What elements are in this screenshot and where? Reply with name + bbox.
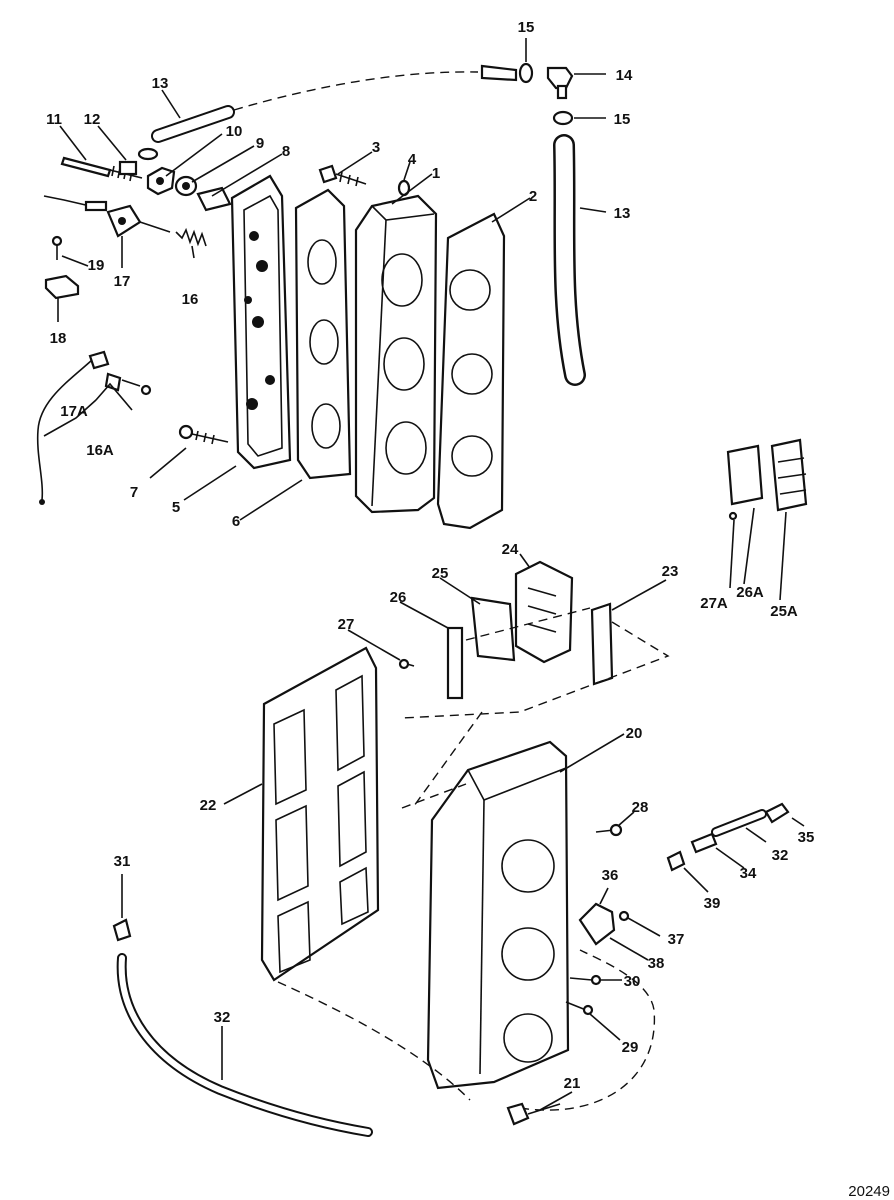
fitting-10 <box>146 166 176 196</box>
gasket-6 <box>294 188 352 480</box>
spring-16 <box>175 227 207 247</box>
callout-9: 9 <box>256 135 264 152</box>
callout-10: 10 <box>226 123 243 140</box>
callout-23: 23 <box>662 563 679 580</box>
fitting-35 <box>764 802 790 824</box>
intake-gasket-22 <box>260 646 380 982</box>
callout-8: 8 <box>282 143 290 160</box>
clamp-15-top <box>518 62 534 84</box>
callout-5: 5 <box>172 499 180 516</box>
callout-20: 20 <box>626 725 643 742</box>
figure-number: 20249 <box>848 1183 890 1200</box>
callout-35: 35 <box>798 829 815 846</box>
callout-38: 38 <box>648 955 665 972</box>
leader-lines <box>43 38 805 1111</box>
callout-29: 29 <box>622 1039 639 1056</box>
reed-block-24 <box>514 560 574 664</box>
callout-6: 6 <box>232 513 240 530</box>
screw-27A <box>728 511 738 521</box>
alignment-lines-reed <box>401 607 670 807</box>
callout-15-top: 15 <box>518 19 535 36</box>
fitting-39 <box>666 850 686 872</box>
fitting-30 <box>569 974 602 986</box>
callout-26A: 26A <box>736 584 764 601</box>
fitting-29 <box>565 1001 594 1016</box>
screw-37 <box>618 910 630 922</box>
callout-27: 27 <box>338 616 355 633</box>
callout-18: 18 <box>50 330 67 347</box>
callout-37: 37 <box>668 931 685 948</box>
callout-25A: 25A <box>770 603 798 620</box>
sensor-assembly-16A-17A <box>36 350 152 505</box>
bracket-36 <box>578 902 616 946</box>
callout-21: 21 <box>564 1075 581 1092</box>
callout-labels: 1 2 3 4 5 6 7 8 9 10 11 12 13 13 14 15 1… <box>46 19 814 1092</box>
bolt-21 <box>506 1102 561 1126</box>
screw-27 <box>398 658 415 670</box>
callout-3: 3 <box>372 139 380 156</box>
callout-22: 22 <box>200 797 217 814</box>
gasket-23 <box>590 602 614 686</box>
reed-25A <box>726 444 764 506</box>
bolt-7 <box>178 424 229 445</box>
crankcase-20 <box>426 740 570 1090</box>
alignment-lines-crankcase <box>277 783 656 1111</box>
callout-36: 36 <box>602 867 619 884</box>
callout-16: 16 <box>182 291 199 308</box>
callout-7: 7 <box>130 484 138 501</box>
callout-32-right: 32 <box>772 847 789 864</box>
callout-34: 34 <box>740 865 757 882</box>
callout-13-right: 13 <box>614 205 631 222</box>
fitting-12 <box>118 147 159 176</box>
callout-28: 28 <box>632 799 649 816</box>
callout-2: 2 <box>529 188 537 205</box>
screw-28 <box>595 823 623 837</box>
callout-11: 11 <box>46 111 62 128</box>
callout-32-left: 32 <box>214 1009 231 1026</box>
stop-26A <box>770 438 808 512</box>
clamp-15-lower <box>552 110 574 126</box>
screw-19 <box>51 235 63 260</box>
callout-31: 31 <box>114 853 131 870</box>
hose-32-right <box>711 809 767 837</box>
reed-stop-26 <box>446 626 464 700</box>
grommet-9 <box>174 175 198 197</box>
hose-32-left <box>116 953 373 1137</box>
bolt-3 <box>318 164 367 187</box>
cylinder-head-1 <box>354 194 438 514</box>
clip-18 <box>44 274 80 300</box>
callout-24: 24 <box>502 541 519 558</box>
callout-1: 1 <box>432 165 440 182</box>
cylinder-head-cover-5 <box>230 174 292 470</box>
hose-13-upper <box>151 64 518 143</box>
head-gasket-2 <box>436 212 506 530</box>
fitting-34 <box>690 832 718 854</box>
callout-15-lower: 15 <box>614 111 631 128</box>
callout-17: 17 <box>114 273 131 290</box>
callout-17A: 17A <box>60 403 88 420</box>
thermostat-8 <box>196 186 232 212</box>
callout-27A: 27A <box>700 595 728 612</box>
callout-14: 14 <box>616 67 633 84</box>
sensor-wire <box>43 195 108 212</box>
plate-17 <box>106 204 171 238</box>
elbow-fitting-14 <box>546 66 574 100</box>
callout-16A: 16A <box>86 442 114 459</box>
callout-30: 30 <box>624 973 641 990</box>
callout-26: 26 <box>390 589 407 606</box>
callout-4: 4 <box>408 151 417 168</box>
fitting-31 <box>112 918 132 942</box>
callout-12: 12 <box>84 111 101 128</box>
callout-13-upper: 13 <box>152 75 169 92</box>
callout-25: 25 <box>432 565 449 582</box>
callout-39: 39 <box>704 895 721 912</box>
callout-19: 19 <box>88 257 105 274</box>
reed-petals-25 <box>470 596 516 662</box>
hose-13-vertical <box>553 134 586 386</box>
